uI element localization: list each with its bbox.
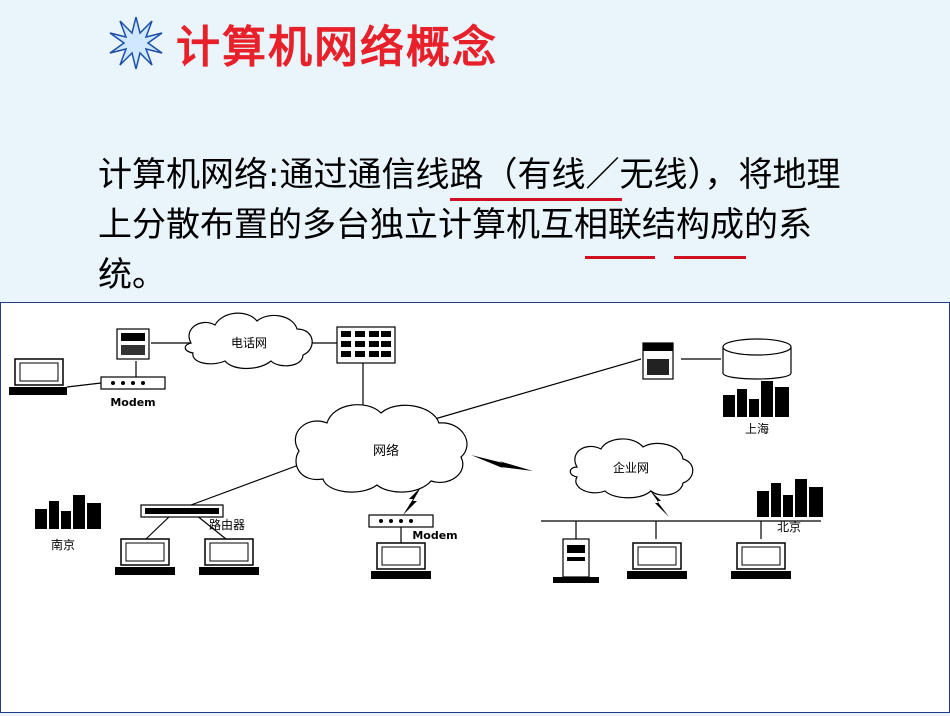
lightning-bolt-icon: [649, 489, 669, 517]
network-diagram-svg: 电话网 网络 企业网 Modem: [9, 312, 823, 583]
sparkle-star-icon: [109, 16, 163, 70]
telephone-device: [116, 328, 150, 360]
telephone-network-cloud: 电话网: [184, 312, 313, 370]
underline-independent: [674, 256, 746, 259]
definition-term: 计算机网络: [98, 155, 268, 195]
modem-top-label: Modem: [110, 396, 155, 409]
page-title: 计算机网络概念: [176, 22, 498, 73]
definition-body: 通过通信线路（有线／无线），将地理上分散布置的多台独立计算机互相联结构成的系统。: [98, 155, 841, 295]
computer-beijing-right: [731, 542, 791, 579]
city-skyline-shanghai: 上海: [723, 381, 789, 436]
modem-center-label: Modem: [412, 529, 457, 542]
computer-nanjing-right: [199, 538, 259, 575]
computer-nanjing-left: [115, 538, 175, 575]
shanghai-label: 上海: [745, 421, 769, 436]
modem-top: Modem: [100, 376, 166, 409]
telephone-network-label: 电话网: [231, 336, 267, 350]
lightning-bolt-icon: [403, 487, 421, 515]
network-diagram: 电话网 网络 企业网 Modem: [0, 302, 950, 713]
beijing-label: 北京: [777, 520, 801, 534]
title-row: 计算机网络概念: [108, 8, 498, 78]
lightning-bolt-icon: [471, 455, 533, 471]
city-skyline-nanjing: 南京: [35, 495, 101, 552]
computer-beijing-middle: [627, 542, 687, 579]
router: 路由器: [140, 504, 245, 532]
city-skyline-beijing: 北京: [757, 479, 823, 534]
lightning-links: [403, 455, 669, 517]
network-label: 网络: [373, 443, 399, 459]
modem-center: Modem: [368, 514, 458, 542]
switchboard-device: [336, 326, 396, 364]
definition-colon: :: [268, 155, 280, 195]
computer-center: [371, 542, 431, 579]
enterprise-network-label: 企业网: [613, 460, 649, 475]
computer-top-left: [9, 358, 67, 395]
tower-computer-beijing: [553, 538, 599, 583]
enterprise-network-cloud: 企业网: [569, 438, 694, 499]
network-cloud: 网络: [294, 404, 468, 493]
nanjing-label: 南京: [51, 537, 75, 552]
server-shanghai: [642, 342, 674, 380]
underline-communication-line: [450, 198, 622, 201]
router-label: 路由器: [209, 517, 245, 532]
database-cylinder: [722, 338, 792, 380]
definition-paragraph: 计算机网络:通过通信线路（有线／无线），将地理上分散布置的多台独立计算机互相联结…: [98, 150, 868, 300]
underline-multiple: [585, 256, 655, 259]
